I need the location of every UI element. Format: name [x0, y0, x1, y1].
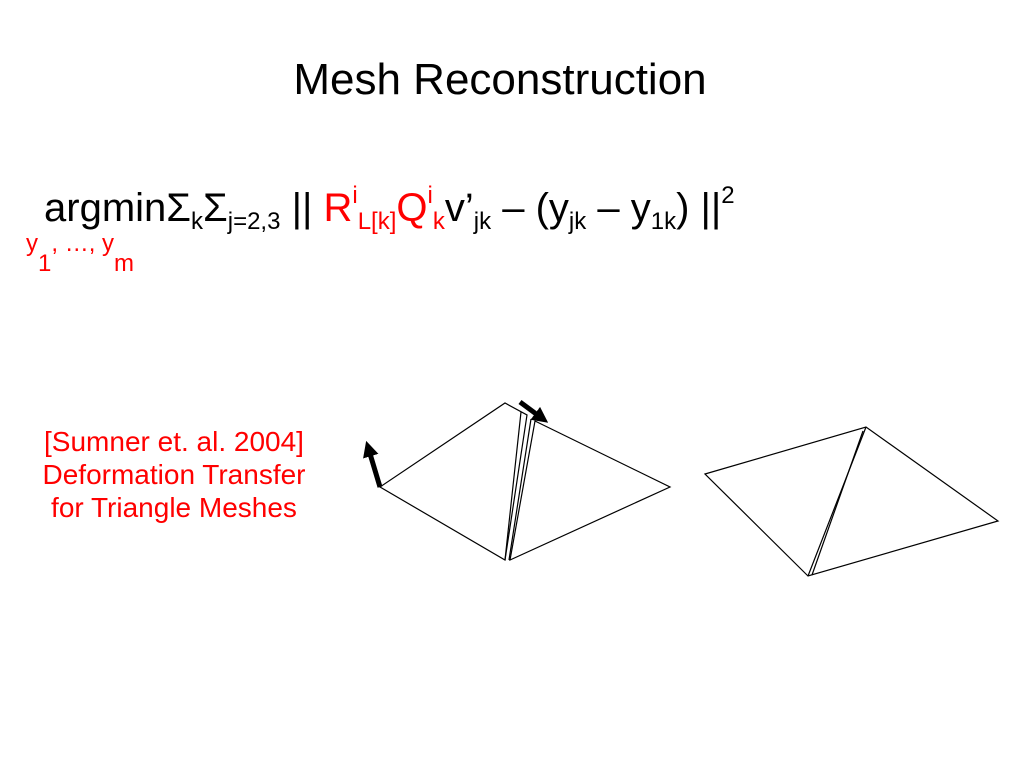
sum-symbol-k: Σ [166, 186, 191, 230]
var-ym-subscript: m [114, 250, 135, 277]
deformed-seam-edge-2 [508, 418, 532, 561]
reconstructed-outline [703, 426, 1000, 577]
rotation-subscript: L[k] [357, 208, 397, 235]
sum-symbol-j: Σ [203, 186, 228, 230]
minus-y-1k: – y [586, 186, 651, 230]
energy-formula: argminΣkΣj=2,3 || RiL[k]Qikv’jk – (yjk –… [44, 184, 735, 234]
sum-k-subscript: k [191, 208, 203, 235]
y-1k-subscript: 1k [650, 208, 677, 235]
rotation-term: RiL[k]Qik [323, 184, 444, 234]
slide-title: Mesh Reconstruction [293, 55, 707, 104]
deformed-seam-edge-1 [504, 411, 522, 561]
reconstructed-diagonal-1 [807, 426, 867, 577]
stretch-symbol: Q [396, 186, 428, 230]
v-symbol: v’ [444, 186, 474, 230]
reconstructed-mesh [703, 426, 1000, 577]
norm-close: ) || [676, 186, 722, 230]
norm-exponent: 2 [721, 182, 735, 209]
citation-line-3: for Triangle Meshes [51, 492, 297, 523]
deformed-mesh [363, 399, 672, 562]
deformed-triangle-right [509, 420, 672, 562]
argmin-variables: y1, …, ym [26, 230, 134, 276]
stretch-subscript: k [432, 208, 445, 235]
var-y1-subscript: 1 [38, 250, 52, 277]
norm-open: || [280, 186, 324, 230]
y-jk-subscript: jk [568, 208, 587, 235]
v-subscript: jk [473, 208, 492, 235]
argmin-operator: argmin [44, 186, 167, 230]
minus-y-jk: – (y [491, 186, 569, 230]
rotation-superscript: i [352, 182, 358, 209]
rotation-symbol: R [323, 186, 353, 230]
stretch-superscript: i [427, 182, 433, 209]
normal-arrow-left [363, 440, 383, 488]
normal-arrow-top [518, 399, 549, 423]
sum-j-subscript: j=2,3 [227, 208, 281, 235]
var-ellipsis: , …, y [51, 230, 115, 257]
reconstructed-diagonal-2 [811, 430, 864, 576]
var-y: y [26, 230, 38, 257]
citation-line-1: [Sumner et. al. 2004] [44, 426, 304, 457]
citation: [Sumner et. al. 2004] Deformation Transf… [0, 425, 348, 524]
citation-line-2: Deformation Transfer [42, 459, 306, 490]
deformed-triangle-left [378, 402, 528, 561]
